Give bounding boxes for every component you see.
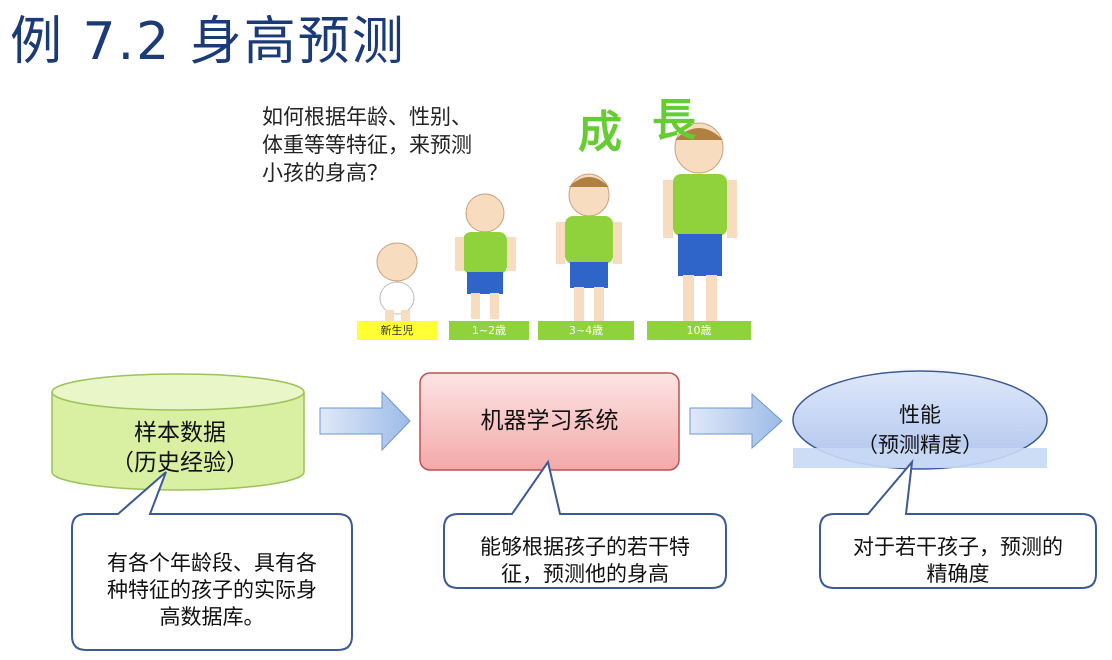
flow-arrow-2	[690, 394, 782, 448]
flow-arrow-1	[320, 392, 410, 450]
callout-system: 能够根据孩子的若干特 征，预测他的身高	[448, 534, 722, 588]
callout-data: 有各个年龄段、具有各 种特征的孩子的实际身 高数据库。	[76, 550, 348, 631]
node-ml-system: 机器学习系统	[420, 406, 679, 436]
node-performance: 性能 （预测精度）	[793, 400, 1047, 460]
callout-performance: 对于若干孩子，预测的 精确度	[824, 534, 1092, 588]
node-sample-data: 样本数据 （历史经验）	[60, 418, 300, 478]
